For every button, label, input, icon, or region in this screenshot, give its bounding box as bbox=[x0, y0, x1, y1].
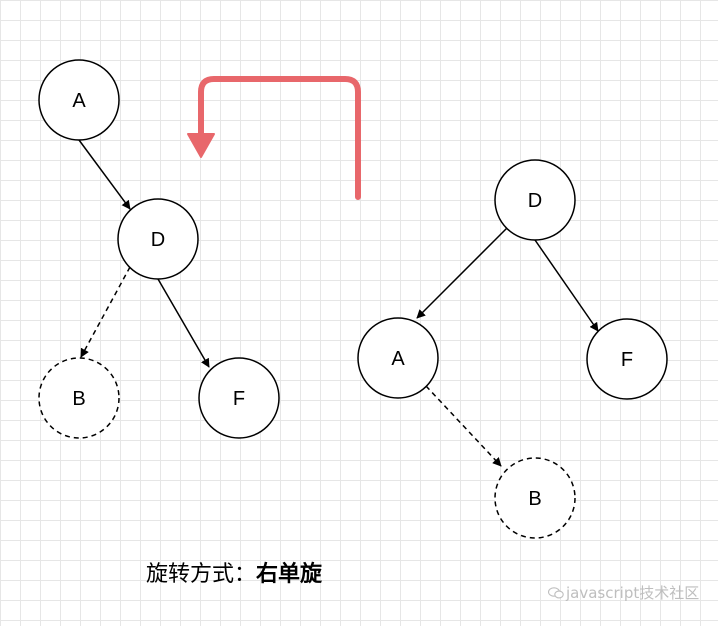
chat-bubble-icon bbox=[548, 587, 564, 599]
edge-d-to-f-before bbox=[157, 278, 210, 368]
edge-a-to-d-before bbox=[78, 139, 131, 210]
svg-text:B: B bbox=[528, 488, 541, 510]
node-a-after: A bbox=[357, 317, 439, 399]
edge-d-to-f-after bbox=[534, 239, 599, 332]
node-d-after: D bbox=[494, 159, 576, 241]
watermark: javascript技术社区 bbox=[548, 582, 699, 603]
node-f-before: F bbox=[198, 357, 280, 439]
svg-text:F: F bbox=[233, 388, 245, 410]
node-d-before: D bbox=[117, 198, 199, 280]
edge-d-to-b-before bbox=[80, 266, 131, 358]
edge-d-to-a-after bbox=[416, 227, 508, 319]
svg-text:A: A bbox=[72, 90, 86, 112]
caption-label: 旋转方式： bbox=[146, 562, 257, 587]
watermark-text: javascript技术社区 bbox=[566, 584, 700, 602]
caption: 旋转方式：右单旋 bbox=[146, 556, 322, 588]
svg-text:A: A bbox=[391, 348, 405, 370]
svg-text:F: F bbox=[621, 349, 633, 371]
svg-text:B: B bbox=[72, 388, 85, 410]
node-b-after: B bbox=[494, 457, 576, 539]
caption-value: 右单旋 bbox=[256, 562, 323, 587]
rotation-arrow bbox=[187, 76, 361, 200]
svg-text:D: D bbox=[151, 229, 165, 251]
node-b-before: B bbox=[38, 357, 120, 439]
node-a-before: A bbox=[38, 59, 120, 141]
node-f-after: F bbox=[586, 318, 668, 400]
svg-text:D: D bbox=[528, 190, 542, 212]
edge-a-to-b-after bbox=[425, 385, 502, 467]
